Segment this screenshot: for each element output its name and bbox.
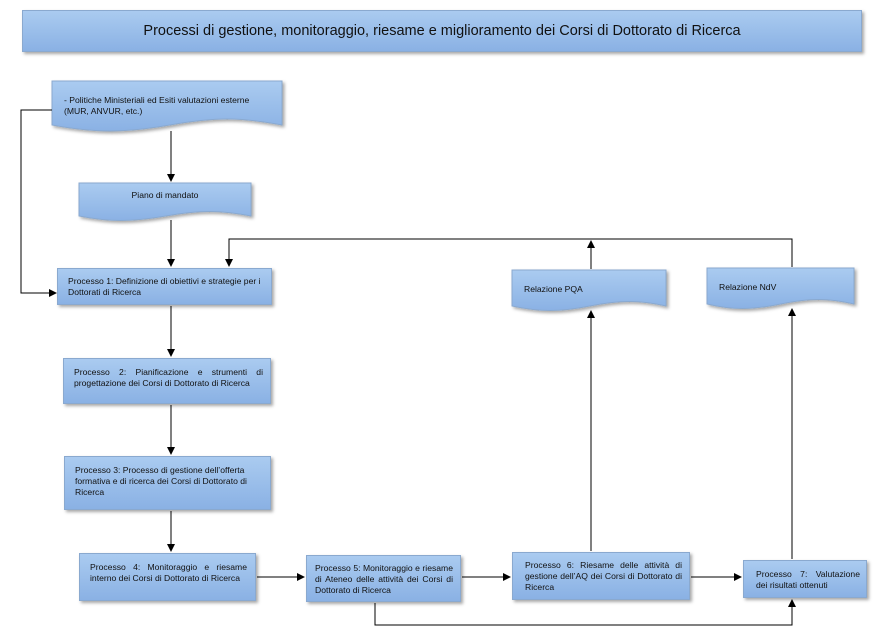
node-pqa: Relazione PQA (524, 284, 654, 295)
node-processo-5: Processo 5: Monitoraggio e riesame di At… (306, 555, 461, 602)
node-politiche-label: - Politiche Ministeriali ed Esiti valuta… (64, 95, 250, 116)
node-piano-label: Piano di mandato (131, 190, 199, 200)
diagram-title: Processi di gestione, monitoraggio, ries… (22, 10, 862, 52)
node-pqa-label: Relazione PQA (524, 284, 583, 294)
node-politiche: - Politiche Ministeriali ed Esiti valuta… (64, 95, 276, 117)
node-processo-6-label: Processo 6: Riesame delle attività di ge… (525, 560, 682, 592)
node-processo-6: Processo 6: Riesame delle attività di ge… (512, 552, 690, 600)
node-processo-3: Processo 3: Processo di gestione dell’of… (64, 456, 271, 510)
politiche-doc-shape (51, 80, 283, 132)
node-processo-4-label: Processo 4: Monitoraggio e riesame inter… (90, 562, 247, 583)
ndv-doc-shape (706, 267, 855, 309)
node-processo-2-label: Processo 2: Pianificazione e strumenti d… (74, 367, 263, 388)
edge-processo5-processo7 (374, 599, 796, 626)
node-ndv: Relazione NdV (719, 282, 849, 293)
node-processo-2: Processo 2: Pianificazione e strumenti d… (63, 358, 271, 404)
node-processo-5-label: Processo 5: Monitoraggio e riesame di At… (315, 563, 453, 595)
node-processo-4: Processo 4: Monitoraggio e riesame inter… (79, 553, 256, 601)
edge-ndv-processo1 (225, 238, 793, 267)
node-ndv-label: Relazione NdV (719, 282, 777, 292)
node-processo-7: Processo 7: Valutazione dei risultati ot… (743, 560, 867, 598)
node-piano: Piano di mandato (79, 190, 251, 201)
node-processo-3-label: Processo 3: Processo di gestione dell’of… (75, 465, 247, 497)
piano-doc-shape (78, 182, 252, 221)
node-processo-1: Processo 1: Definizione di obiettivi e s… (57, 268, 272, 305)
diagram-title-text: Processi di gestione, monitoraggio, ries… (143, 23, 741, 39)
node-processo-7-label: Processo 7: Valutazione dei risultati ot… (756, 569, 860, 590)
pqa-doc-shape (511, 269, 667, 311)
edge-politiche-processo1 (20, 109, 57, 297)
node-processo-1-label: Processo 1: Definizione di obiettivi e s… (68, 276, 261, 297)
